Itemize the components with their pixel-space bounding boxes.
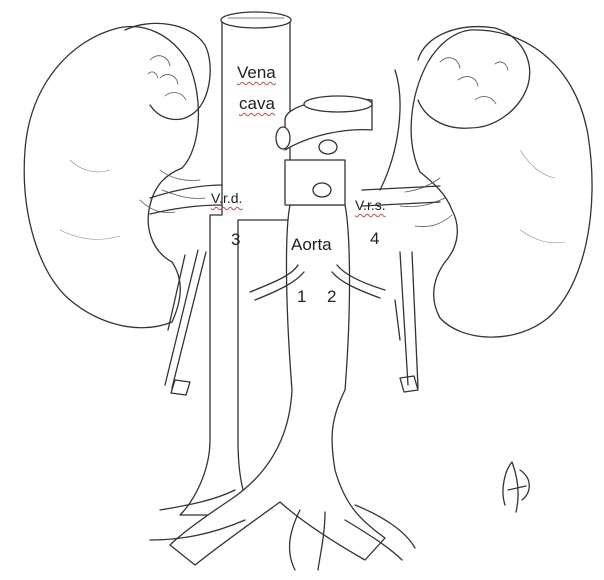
label-vrd: V.r.d.	[211, 191, 242, 205]
left-gonadal-vein	[380, 70, 400, 190]
label-number-3: 3	[231, 231, 240, 248]
label-aorta: Aorta	[291, 236, 332, 253]
label-number-1: 1	[297, 288, 306, 305]
label-number-4: 4	[370, 230, 379, 247]
left-kidney	[400, 27, 592, 338]
label-vena-line2: cava	[239, 95, 275, 112]
label-vena-line1: Vena	[237, 64, 276, 81]
label-vrs: V.r.s.	[355, 198, 386, 212]
right-kidney	[24, 23, 210, 327]
label-number-2: 2	[327, 288, 336, 305]
signature-scribble	[503, 462, 529, 512]
